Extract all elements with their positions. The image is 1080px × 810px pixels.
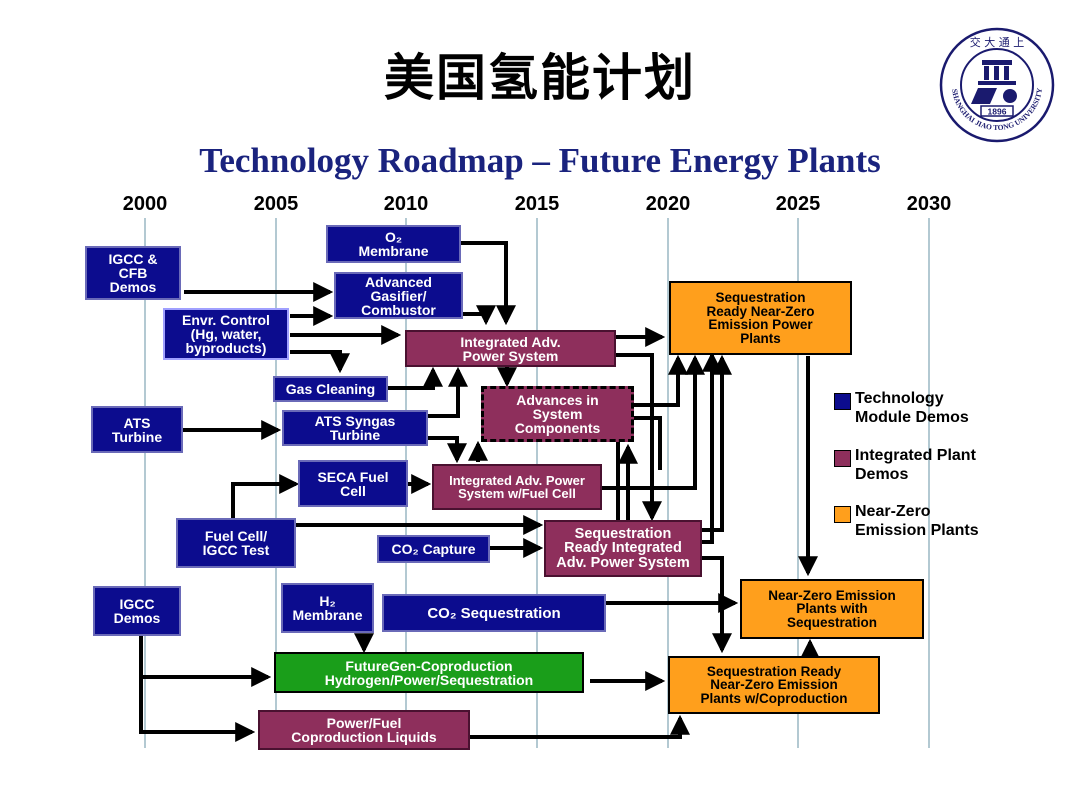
box-line: (Hg, water, (190, 326, 262, 342)
box-fuel-cell-igcc-test[interactable]: Fuel Cell/ IGCC Test (176, 518, 296, 568)
box-envr-control[interactable]: Envr. Control (Hg, water, byproducts) (163, 308, 289, 360)
year-label-2000: 2000 (122, 193, 168, 215)
box-line: Plants (740, 330, 781, 346)
year-label-2005: 2005 (253, 193, 299, 215)
box-line: System (532, 406, 583, 422)
box-line: IGCC & (108, 251, 158, 267)
box-line: Envr. Control (182, 312, 270, 328)
box-line: System w/Fuel Cell (458, 486, 576, 501)
box-h2-membrane[interactable]: H₂ Membrane (281, 583, 374, 633)
box-line: Emission Power (708, 317, 813, 332)
box-line: Advanced (365, 273, 432, 290)
box-co2-sequestration[interactable]: CO₂ Sequestration (382, 594, 606, 632)
box-line: Components (514, 420, 601, 436)
box-line: Advances in (516, 392, 599, 408)
box-line: Sequestration Ready (706, 663, 842, 679)
box-line: Sequestration (715, 290, 806, 305)
year-label-2020: 2020 (645, 193, 691, 215)
year-label-2010: 2010 (383, 193, 429, 215)
box-line: Turbine (329, 427, 381, 443)
box-line: IGCC Test (202, 542, 270, 558)
logo-top-text: 交 大 通 上 (970, 35, 1025, 49)
box-line: Power System (462, 347, 559, 364)
box-line: O₂ (384, 229, 403, 245)
box-integrated-fuel-cell[interactable]: Integrated Adv. Power System w/Fuel Cell (432, 464, 602, 510)
box-line: SECA Fuel (317, 468, 389, 485)
box-line: Coproduction Liquids (291, 729, 437, 745)
box-line: Demos (109, 279, 157, 295)
box-line: Turbine (111, 428, 163, 445)
box-line: CO₂ Capture (391, 541, 476, 557)
box-line: Adv. Power System (556, 554, 690, 571)
box-line: Cell (340, 482, 366, 499)
page-title: 美国氢能计划 (384, 49, 696, 107)
box-integrated-adv-power-system[interactable]: Integrated Adv. Power System (405, 330, 616, 367)
box-gas-cleaning[interactable]: Gas Cleaning (273, 376, 388, 402)
box-futuregen[interactable]: FutureGen-Coproduction Hydrogen/Power/Se… (274, 652, 584, 693)
box-line: Plants w/Coproduction (700, 690, 848, 706)
box-line: Combustor (361, 301, 436, 318)
box-igcc-cfb-demos[interactable]: IGCC & CFB Demos (85, 246, 181, 300)
box-line: FutureGen-Coproduction (345, 657, 513, 674)
legend-label-near-zero: Near-Zero Emission Plants (855, 503, 979, 539)
box-line: Hydrogen/Power/Sequestration (324, 671, 534, 688)
box-line: Near-Zero Emission (768, 587, 896, 603)
box-line: Plants with (796, 601, 868, 617)
box-nz-plants-with-sequestration[interactable]: Near-Zero Emission Plants with Sequestra… (740, 579, 924, 639)
box-line: Near-Zero Emission (710, 677, 838, 693)
box-co2-capture[interactable]: CO₂ Capture (377, 535, 490, 563)
box-line: Gas Cleaning (285, 381, 376, 397)
box-line: ATS (123, 414, 151, 431)
legend-swatch-technology (834, 393, 851, 410)
box-line: Gasifier/ (370, 287, 427, 304)
box-line: Power/Fuel (326, 715, 402, 731)
box-line: CFB (118, 265, 148, 281)
box-line: Sequestration (786, 614, 878, 630)
box-line: Demos (113, 610, 161, 626)
legend-label-integrated: Integrated Plant Demos (855, 447, 976, 483)
box-line: CO₂ Sequestration (427, 604, 561, 622)
box-line: Ready Integrated (564, 540, 682, 557)
box-line: H₂ (319, 593, 336, 609)
university-logo: SHANGHAI JIAO TONG UNIVERSITY 交 大 通 上 18… (938, 26, 1056, 144)
box-line: Ready Near-Zero (706, 303, 815, 319)
logo-year: 1896 (988, 107, 1007, 117)
box-seq-ready-nz-power-plants[interactable]: Sequestration Ready Near-Zero Emission P… (669, 281, 852, 355)
legend-label-technology: Technology Module Demos (855, 390, 969, 426)
legend-swatch-integrated (834, 450, 851, 467)
box-line: Membrane (292, 607, 363, 623)
box-ats-turbine[interactable]: ATS Turbine (91, 406, 183, 453)
roadmap-subtitle: Technology Roadmap – Future Energy Plant… (199, 141, 881, 180)
box-line: Integrated Adv. (460, 333, 561, 350)
box-line: Integrated Adv. Power (449, 473, 585, 488)
box-line: Fuel Cell/ (204, 528, 268, 544)
box-ats-syngas-turbine[interactable]: ATS Syngas Turbine (282, 410, 428, 446)
year-label-2025: 2025 (775, 193, 821, 215)
year-label-2030: 2030 (906, 193, 952, 215)
box-seq-ready-nz-coproduction[interactable]: Sequestration Ready Near-Zero Emission P… (668, 656, 880, 714)
flow-arrows (139, 241, 820, 742)
box-line: byproducts) (185, 340, 267, 356)
box-advances-system-components[interactable]: Advances in System Components (481, 386, 634, 442)
year-label-2015: 2015 (514, 193, 560, 215)
legend-swatch-near-zero (834, 506, 851, 523)
box-seca-fuel-cell[interactable]: SECA Fuel Cell (298, 460, 408, 507)
box-line: IGCC (119, 596, 155, 612)
box-line: ATS Syngas (314, 413, 396, 429)
box-advanced-gasifier[interactable]: Advanced Gasifier/ Combustor (334, 272, 463, 319)
box-seq-ready-integrated[interactable]: Sequestration Ready Integrated Adv. Powe… (544, 520, 702, 577)
box-line: Membrane (358, 243, 429, 259)
box-o2-membrane[interactable]: O₂ Membrane (326, 225, 461, 263)
box-power-fuel-coproduction[interactable]: Power/Fuel Coproduction Liquids (258, 710, 470, 750)
box-igcc-demos[interactable]: IGCC Demos (93, 586, 181, 636)
box-line: Sequestration (574, 525, 672, 542)
